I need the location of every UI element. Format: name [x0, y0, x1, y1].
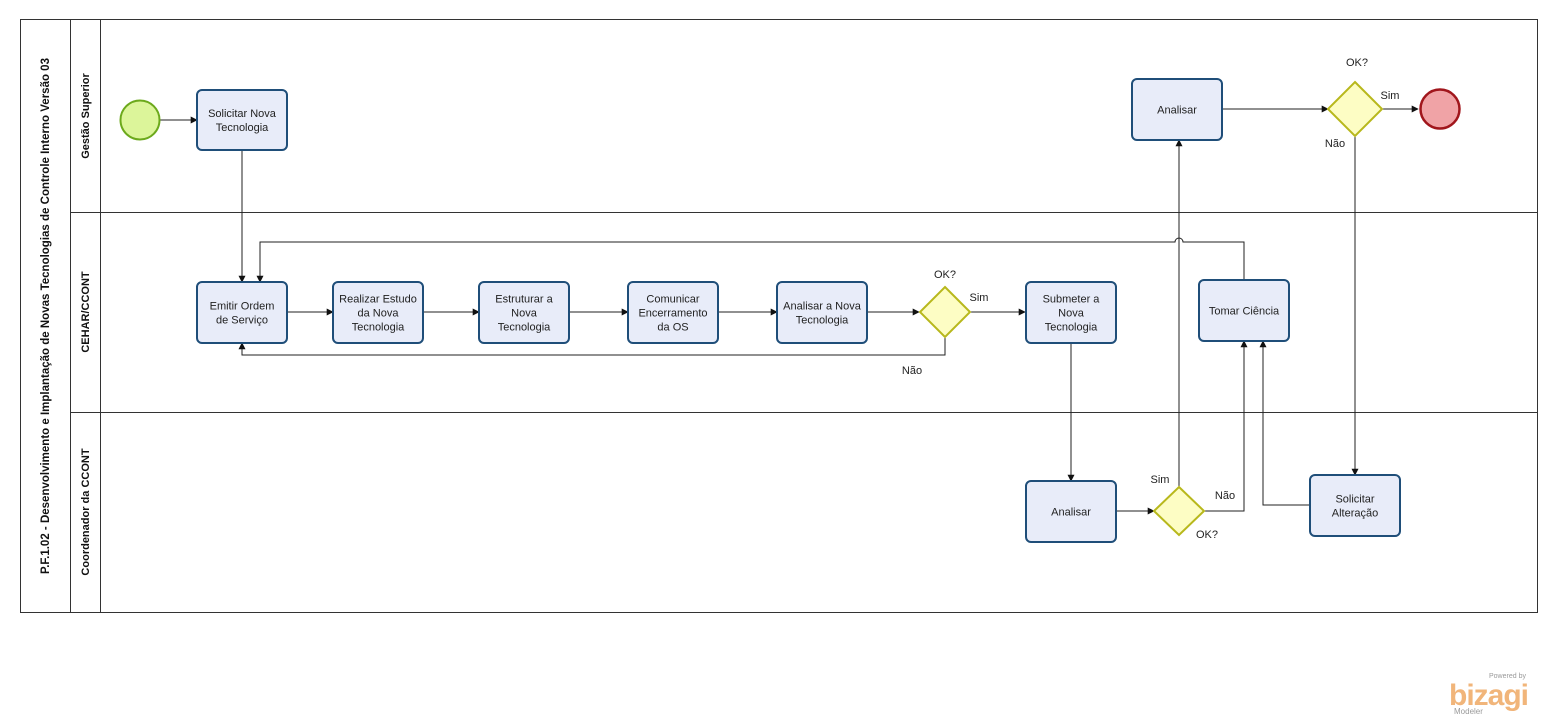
product-name: Modeler	[1454, 707, 1483, 716]
task-solicitar-nova-tecnologia-label: Solicitar Nova	[208, 108, 277, 120]
task-comunicar-encerramento-label: Encerramento	[638, 308, 707, 320]
task-estruturar-nova-tecnologia-label: Estruturar a	[495, 294, 553, 306]
task-tomar-ciencia[interactable]: Tomar Ciência	[1198, 279, 1290, 342]
task-realizar-estudo-box[interactable]	[332, 281, 424, 344]
label-sim-coord: Sim	[1151, 474, 1170, 486]
powered-by-text: Powered by	[1489, 673, 1526, 680]
gateway-ok-cehar[interactable]	[918, 285, 972, 339]
task-estruturar-nova-tecnologia-label: Nova	[511, 308, 538, 320]
task-analisar-gestao-label: Analisar	[1157, 105, 1197, 117]
task-estruturar-nova-tecnologia-box[interactable]	[478, 281, 570, 344]
task-solicitar-alteracao-label: Alteração	[1332, 508, 1378, 520]
task-emitir-ordem-de-servico-label: de Serviço	[216, 315, 268, 327]
gateway-ok-coord[interactable]	[1152, 485, 1206, 537]
task-submeter-nova-tecnologia-label: Submeter a	[1043, 294, 1101, 306]
task-analisar-nova-tecnologia-box[interactable]	[776, 281, 868, 344]
label-nao-cehar: Não	[902, 365, 922, 377]
task-estruturar-nova-tecnologia-label: Tecnologia	[498, 322, 551, 334]
task-comunicar-encerramento-box[interactable]	[627, 281, 719, 344]
task-emitir-ordem-de-servico-box[interactable]	[196, 281, 288, 344]
task-solicitar-nova-tecnologia-label: Tecnologia	[216, 122, 269, 134]
label-sim-gestao: Sim	[1381, 90, 1400, 102]
task-solicitar-alteracao-box[interactable]	[1309, 474, 1401, 537]
label-sim-cehar: Sim	[970, 292, 989, 304]
lane-label-coordenador-ccont: Coordenador da CCONT	[80, 448, 92, 575]
task-solicitar-nova-tecnologia-box[interactable]	[196, 89, 288, 151]
task-solicitar-alteracao-label: Solicitar	[1335, 494, 1374, 506]
lane-label-gestao-superior: Gestão Superior	[80, 72, 92, 158]
gateway-label-ok-coord: OK?	[1196, 529, 1218, 541]
gateway-label-ok-cehar: OK?	[934, 269, 956, 281]
task-submeter-nova-tecnologia-label: Nova	[1058, 308, 1085, 320]
task-realizar-estudo-label: Realizar Estudo	[339, 294, 417, 306]
task-analisar-gestao[interactable]: Analisar	[1131, 78, 1223, 141]
task-analisar-coordenador-label: Analisar	[1051, 507, 1091, 519]
task-realizar-estudo-label: Tecnologia	[352, 322, 405, 334]
task-submeter-nova-tecnologia-label: Tecnologia	[1045, 322, 1098, 334]
end-event[interactable]	[1419, 88, 1461, 130]
flow-gateway-cehar-nao	[238, 338, 946, 356]
task-analisar-nova-tecnologia-label: Tecnologia	[796, 315, 849, 327]
task-submeter-nova-tecnologia-box[interactable]	[1025, 281, 1117, 344]
task-analisar-coordenador-box[interactable]	[1025, 480, 1117, 543]
bizagi-logo: Powered by bizagi Modeler	[1449, 673, 1539, 717]
task-emitir-ordem-de-servico[interactable]: Emitir Ordem de Serviço	[196, 281, 288, 344]
flow-solicitar-alteracao-to-tomar-ciencia	[1259, 340, 1310, 506]
gateway-label-ok-gestao: OK?	[1346, 57, 1368, 69]
task-emitir-ordem-de-servico-label: Emitir Ordem	[210, 301, 275, 313]
flow-tomar-ciencia-to-emitir	[256, 237, 1245, 283]
label-nao-coord: Não	[1215, 490, 1235, 502]
flow-gateway-coord-nao	[1204, 340, 1248, 512]
label-nao-gestao: Não	[1325, 138, 1345, 150]
pool-title: P.F.1.02 - Desenvolvimento e Implantação…	[40, 58, 52, 574]
task-tomar-ciencia-box[interactable]	[1198, 279, 1290, 342]
task-analisar-coordenador[interactable]: Analisar	[1025, 480, 1117, 543]
task-comunicar-encerramento-label: Comunicar	[646, 294, 700, 306]
lane-label-cehar-ccont: CEHAR/CCONT	[80, 271, 92, 353]
brand-wordmark: bizagi	[1449, 679, 1529, 712]
task-tomar-ciencia-label: Tomar Ciência	[1209, 306, 1280, 318]
task-analisar-nova-tecnologia-label: Analisar a Nova	[783, 301, 862, 313]
task-analisar-gestao-box[interactable]	[1131, 78, 1223, 141]
start-event[interactable]	[119, 99, 161, 141]
task-realizar-estudo-label: da Nova	[358, 308, 400, 320]
gateway-ok-gestao[interactable]	[1326, 80, 1384, 138]
task-comunicar-encerramento-label: da OS	[657, 322, 688, 334]
